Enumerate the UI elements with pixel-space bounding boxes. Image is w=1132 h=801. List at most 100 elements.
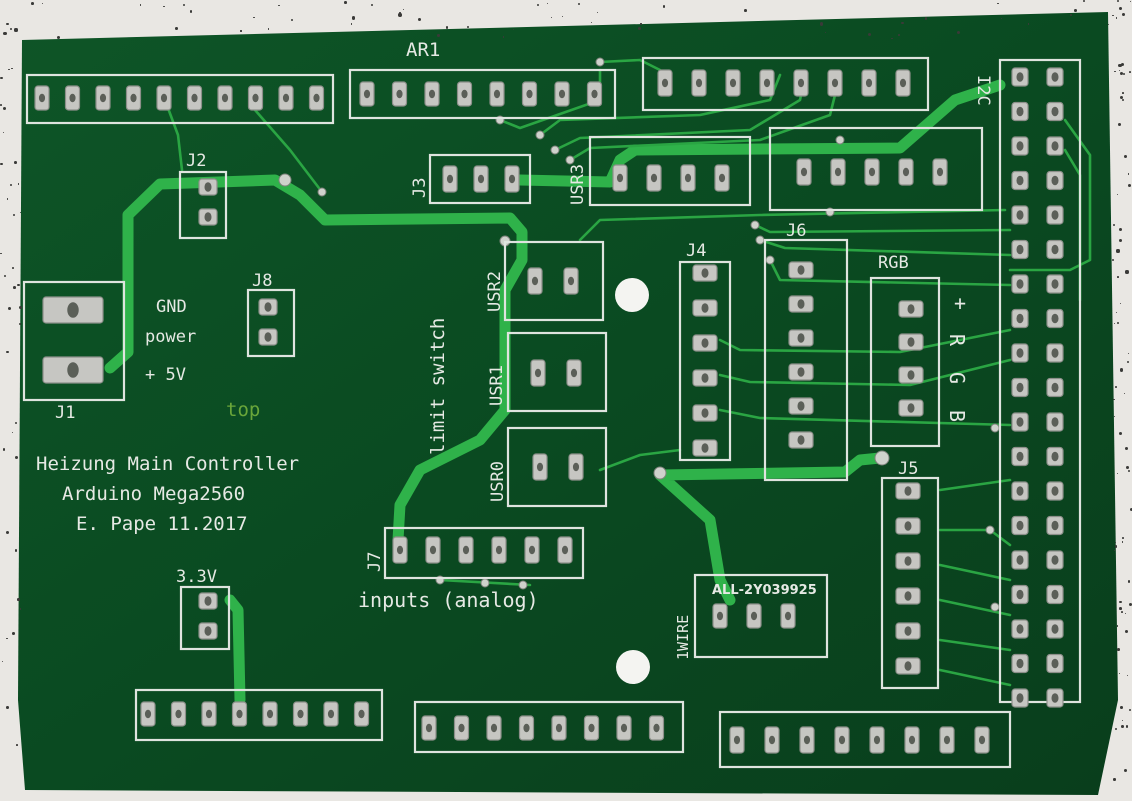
background-speck <box>1119 672 1121 674</box>
usr0-label: USR0 <box>488 461 508 502</box>
designator-j8: J8 <box>252 271 272 291</box>
rgb-pin-plus: + <box>954 291 966 315</box>
background-speck <box>1113 398 1115 401</box>
pad-drill <box>800 167 808 177</box>
pad-drill <box>733 735 741 745</box>
pad-drill <box>907 403 915 413</box>
background-speck <box>14 28 18 32</box>
top-layer-label: top <box>226 399 260 421</box>
background-speck <box>417 17 422 22</box>
background-speck <box>1121 537 1124 540</box>
pad-drill <box>865 78 873 88</box>
background-speck <box>1130 0 1132 2</box>
background-speck <box>1119 71 1124 75</box>
rgb-label: RGB <box>878 253 909 273</box>
pad-drill <box>1051 210 1059 220</box>
background-speck <box>402 8 405 11</box>
solder-pads <box>34 67 1064 754</box>
pad-drill <box>555 723 563 733</box>
background-speck <box>1119 368 1123 372</box>
background-speck <box>1129 708 1132 711</box>
pad-drill <box>797 299 805 309</box>
background-speck <box>12 266 14 269</box>
background-speck <box>1125 466 1129 470</box>
background-speck <box>824 32 826 34</box>
background-speck <box>1121 720 1124 722</box>
limit-switch-label: limit switch <box>427 318 449 455</box>
background-speck <box>3 448 6 451</box>
pad-drill <box>695 78 703 88</box>
background-speck <box>267 28 270 30</box>
pad-drill <box>1051 589 1059 600</box>
background-speck <box>1 660 3 662</box>
pad-drill <box>943 735 951 745</box>
pad-drill <box>838 735 846 745</box>
pad-drill <box>221 93 229 103</box>
inputs-analog-label: inputs (analog) <box>358 588 539 612</box>
background-speck <box>8 306 12 310</box>
background-speck <box>590 21 593 24</box>
background-speck <box>897 34 900 36</box>
background-speck <box>437 34 440 38</box>
background-speck <box>398 13 402 17</box>
background-speck <box>182 3 186 7</box>
background-speck <box>17 183 20 185</box>
background-speck <box>1000 17 1003 20</box>
pad-drill <box>650 173 658 183</box>
background-speck <box>1117 122 1121 126</box>
background-speck <box>1115 16 1118 19</box>
pad-drill <box>716 611 724 621</box>
background-speck <box>17 597 20 601</box>
background-speck <box>13 161 17 164</box>
pad-drill <box>1016 72 1024 82</box>
background-speck <box>0 162 3 166</box>
pad-drill <box>1016 624 1024 634</box>
pad-drill <box>904 486 912 496</box>
rgb-pin-g: G <box>945 372 969 384</box>
background-speck <box>14 549 18 552</box>
pad-drill <box>904 591 912 601</box>
pad-drill <box>797 333 805 343</box>
pad-drill <box>1016 348 1024 358</box>
power-label: power <box>145 327 196 347</box>
pad-drill <box>130 93 137 103</box>
pad-drill <box>204 182 212 192</box>
background-speck <box>1113 322 1115 324</box>
background-speck <box>1116 625 1119 627</box>
background-speck <box>2 131 4 133</box>
background-speck <box>0 252 2 255</box>
pad-drill <box>1016 106 1024 117</box>
background-speck <box>15 456 19 460</box>
background-speck <box>956 30 960 34</box>
pad-drill <box>1016 244 1024 255</box>
pad-drill <box>67 302 79 318</box>
pad-drill <box>495 545 503 555</box>
background-speck <box>1123 73 1126 76</box>
pad-drill <box>1016 451 1024 462</box>
background-speck <box>1116 312 1118 314</box>
background-speck <box>1122 92 1124 94</box>
pad-drill <box>236 709 243 719</box>
pad-drill <box>1051 244 1059 255</box>
background-speck <box>42 3 44 5</box>
background-speck <box>1123 155 1127 159</box>
pad-drill <box>701 268 709 278</box>
pad-drill <box>558 89 566 99</box>
pad-drill <box>834 167 842 177</box>
background-speck <box>1027 22 1030 25</box>
pad-drill <box>282 93 290 103</box>
pad-drill <box>1016 279 1024 289</box>
pad-drill <box>327 709 335 719</box>
background-speck <box>139 4 142 6</box>
background-speck <box>1119 227 1123 231</box>
background-speck <box>1114 386 1117 389</box>
pad-drill <box>1051 175 1059 186</box>
background-speck <box>19 211 21 213</box>
background-speck <box>10 28 13 31</box>
background-speck <box>189 10 192 13</box>
pad-drill <box>763 78 771 88</box>
background-speck <box>19 322 22 326</box>
pad-drill <box>358 709 365 719</box>
background-speck <box>1107 23 1110 26</box>
